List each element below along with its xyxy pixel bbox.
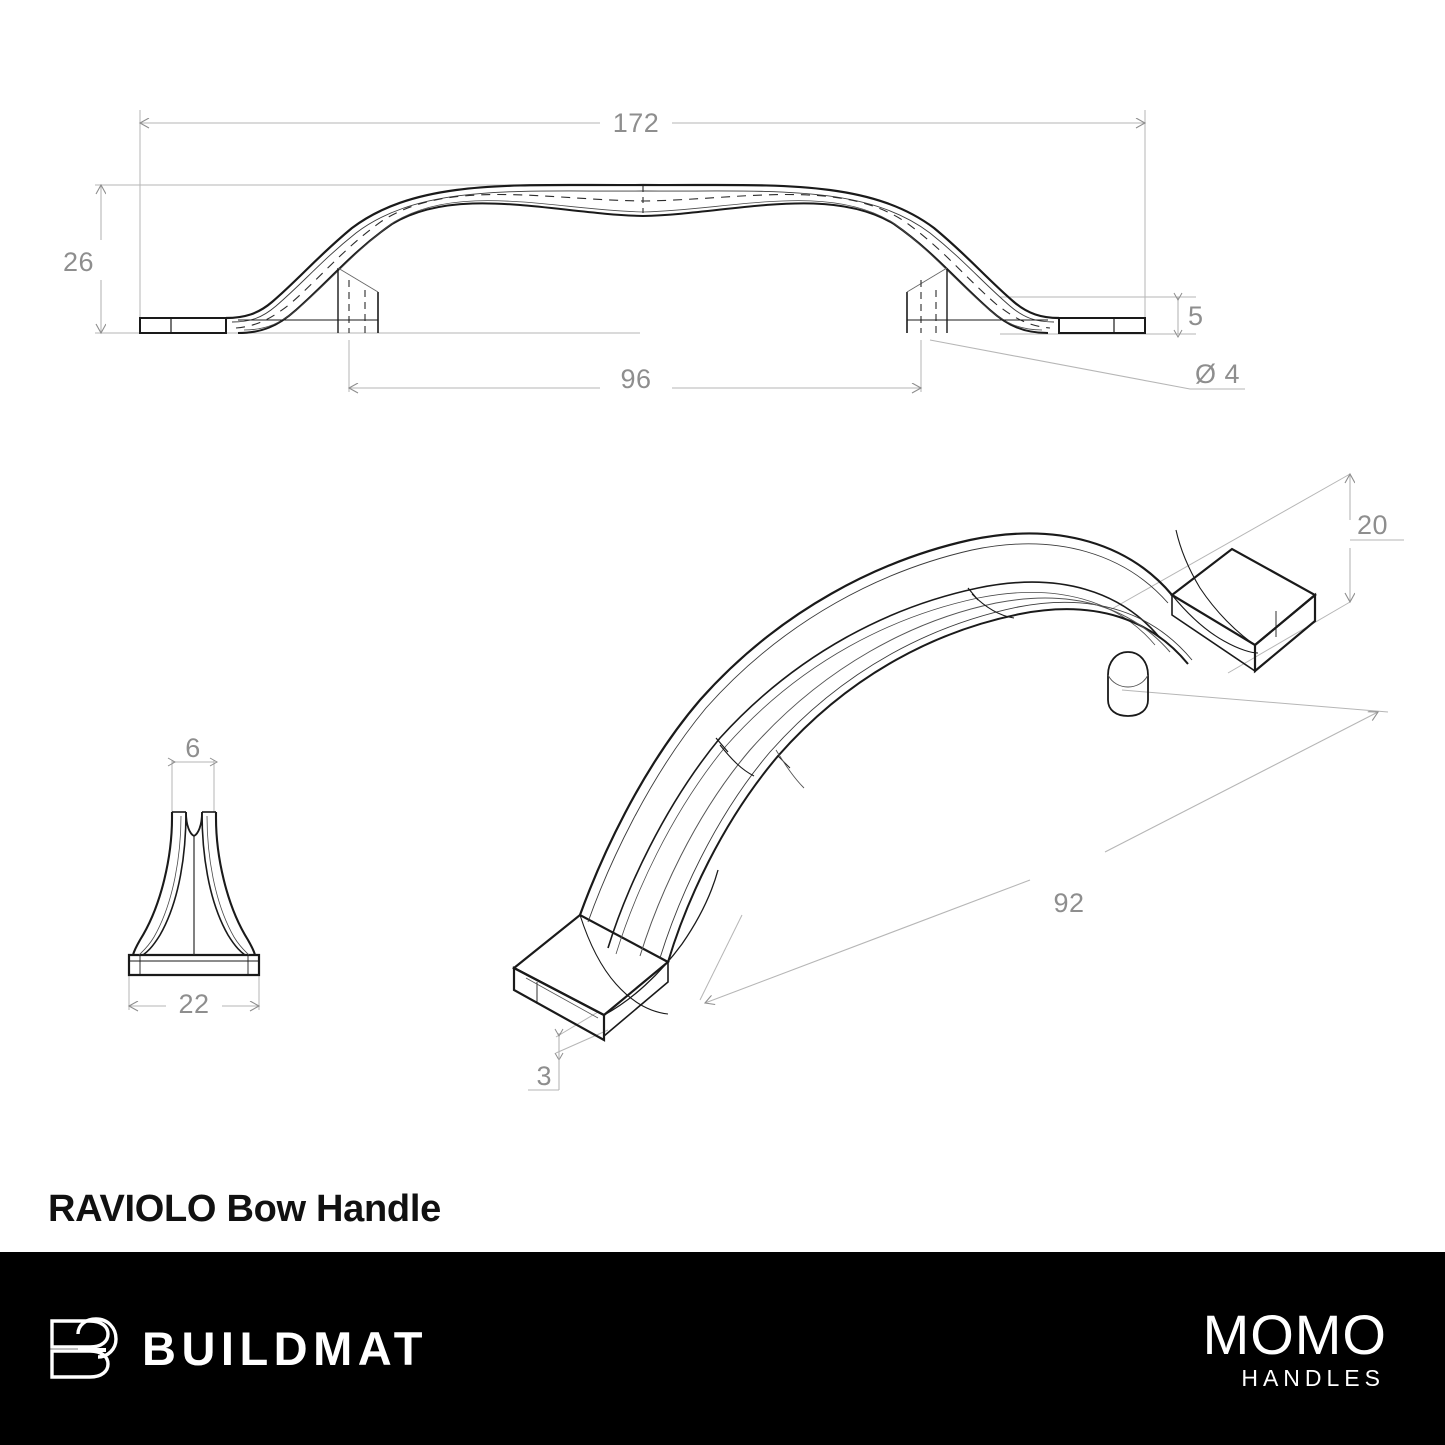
handle-elevation-outline [139, 183, 1146, 334]
title-block: RAVIOLO Bow Handle [48, 1186, 948, 1242]
dimension-label-overall-height: 26 [63, 247, 94, 277]
dimension-label-projected-length: 92 [1053, 888, 1084, 918]
dimension-label-stem-width: 6 [185, 733, 201, 763]
momo-subtext: HANDLES [1241, 1365, 1385, 1391]
fixing-boss-left [238, 267, 379, 333]
dimension-overall-length: 172 [140, 108, 1145, 138]
dimension-label-fixing-hole-diameter: Ø 4 [1195, 359, 1240, 389]
page-title: RAVIOLO Bow Handle [48, 1188, 441, 1230]
isometric-view: 20 92 [511, 474, 1404, 1091]
dimension-label-centre-to-centre: 96 [620, 364, 651, 394]
dimension-label-base-thickness: 5 [1188, 301, 1204, 331]
dimension-base-width: 22 [129, 989, 259, 1019]
footer-bar: BUILDMAT MOMO HANDLES [0, 1252, 1445, 1445]
dimension-pad-thickness: 3 [528, 1011, 609, 1091]
drawing-canvas: 172 26 96 5 [62, 108, 1404, 1091]
buildmat-logo[interactable]: BUILDMAT [48, 1315, 428, 1383]
buildmat-wordmark: BUILDMAT [142, 1322, 428, 1375]
front-elevation-view: 172 26 96 5 [63, 108, 1245, 394]
elevation-extension-lines [95, 110, 1196, 392]
section-profile-outline [127, 811, 261, 977]
dimension-label-pad-thickness: 3 [536, 1061, 552, 1091]
section-view: 6 22 [129, 733, 259, 1019]
dimension-pad-width: 20 [1109, 474, 1404, 674]
dimension-overall-height: 26 [63, 185, 101, 333]
dimension-stem-width: 6 [167, 733, 219, 767]
handle-isometric-outline [511, 529, 1317, 1042]
dimension-label-overall-length: 172 [613, 108, 660, 138]
dimension-label-pad-width: 20 [1357, 510, 1388, 540]
fixing-boss-right [906, 267, 1048, 333]
momo-wordmark: MOMO [1202, 1303, 1387, 1366]
momo-logo[interactable]: MOMO HANDLES [1203, 1307, 1387, 1390]
dimension-projected-length: 92 [699, 689, 1389, 1003]
dimension-fixing-hole-diameter: Ø 4 [929, 339, 1245, 390]
dimension-label-base-width: 22 [178, 989, 209, 1019]
buildmat-b-icon [48, 1315, 120, 1383]
dimension-centre-to-centre: 96 [349, 364, 921, 394]
dimension-base-thickness: 5 [1173, 292, 1204, 339]
